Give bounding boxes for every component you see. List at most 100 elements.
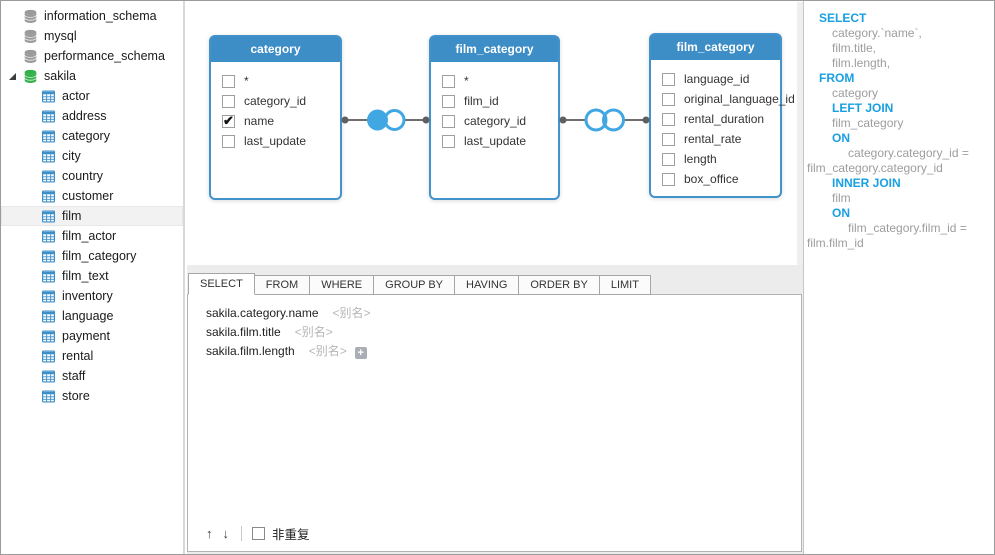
field-checkbox[interactable]	[442, 114, 455, 128]
tab-having[interactable]: HAVING	[454, 275, 520, 295]
sidebar-table-payment[interactable]: payment	[1, 326, 183, 346]
table-card-category[interactable]: category *category_idnamelast_update	[209, 35, 342, 200]
field-checkbox[interactable]	[222, 94, 235, 108]
field-checkbox[interactable]	[662, 72, 675, 86]
sidebar-item-performance_schema[interactable]: performance_schema	[1, 46, 183, 66]
field-label: *	[464, 74, 469, 88]
alias-placeholder[interactable]: <别名>	[332, 306, 371, 320]
sql-identifier-line: category	[832, 86, 879, 100]
field-row-length[interactable]: length	[651, 149, 780, 169]
sidebar-item-mysql[interactable]: mysql	[1, 26, 183, 46]
select-expression-row[interactable]: sakila.film.title <别名>	[206, 323, 801, 342]
field-checkbox[interactable]	[222, 113, 235, 129]
field-row-rental_duration[interactable]: rental_duration	[651, 109, 780, 129]
expander-icon[interactable]	[8, 72, 17, 81]
field-row-original_language_id[interactable]: original_language_id	[651, 89, 795, 109]
expression-text[interactable]: sakila.category.name	[206, 306, 319, 320]
table-label: language	[62, 309, 114, 323]
select-expression-row[interactable]: sakila.category.name <别名>	[206, 304, 801, 323]
table-icon	[41, 149, 56, 164]
field-row-film_id[interactable]: film_id	[431, 91, 558, 111]
tab-select[interactable]: SELECT	[188, 273, 255, 295]
database-label: performance_schema	[44, 49, 165, 63]
field-checkbox[interactable]	[662, 92, 675, 106]
alias-placeholder[interactable]: <别名>	[294, 325, 333, 339]
sidebar-table-film_actor[interactable]: film_actor	[1, 226, 183, 246]
field-checkbox[interactable]	[222, 74, 235, 88]
expression-text[interactable]: sakila.film.title	[206, 325, 281, 339]
field-row-last_update[interactable]: last_update	[211, 131, 340, 151]
sidebar-table-staff[interactable]: staff	[1, 366, 183, 386]
table-label: rental	[62, 349, 94, 363]
database-tree: information_schema mysql performance_sch…	[1, 1, 185, 554]
distinct-checkbox[interactable]	[252, 527, 265, 540]
sidebar-table-address[interactable]: address	[1, 106, 183, 126]
connector-endpoint	[559, 116, 567, 124]
field-row-last_update[interactable]: last_update	[431, 131, 558, 151]
table-label: inventory	[62, 289, 113, 303]
tab-order-by[interactable]: ORDER BY	[518, 275, 600, 295]
table-label: film	[62, 209, 82, 223]
field-checkbox[interactable]	[662, 172, 675, 186]
field-checkbox[interactable]	[662, 152, 675, 166]
sidebar-table-rental[interactable]: rental	[1, 346, 183, 366]
sidebar-table-language[interactable]: language	[1, 306, 183, 326]
sidebar-table-film_category[interactable]: film_category	[1, 246, 183, 266]
sidebar-table-category[interactable]: category	[1, 126, 183, 146]
sidebar-item-information_schema[interactable]: information_schema	[1, 6, 183, 26]
move-down-button[interactable]: ↓	[222, 525, 230, 541]
field-row-star[interactable]: *	[211, 71, 340, 91]
field-checkbox[interactable]	[442, 74, 455, 88]
tab-from[interactable]: FROM	[253, 275, 311, 295]
table-label: category	[62, 129, 110, 143]
table-card-title[interactable]: film_category	[651, 35, 780, 60]
field-row-box_office[interactable]: box_office	[651, 169, 780, 189]
table-card-title[interactable]: category	[211, 37, 340, 62]
field-checkbox[interactable]	[222, 134, 235, 148]
sidebar-item-sakila[interactable]: sakila	[1, 66, 183, 86]
left-join-icon[interactable]	[367, 109, 406, 131]
add-expression-button[interactable]: +	[354, 347, 367, 359]
tab-where[interactable]: WHERE	[309, 275, 375, 295]
field-checkbox[interactable]	[442, 134, 455, 148]
field-row-category_id[interactable]: category_id	[431, 111, 558, 131]
tab-limit[interactable]: LIMIT	[598, 275, 651, 295]
select-clause-content: sakila.category.name<别名>sakila.film.titl…	[187, 294, 802, 552]
field-label: last_update	[464, 134, 527, 148]
sidebar-table-city[interactable]: city	[1, 146, 183, 166]
sidebar-table-store[interactable]: store	[1, 386, 183, 406]
inner-join-icon[interactable]	[584, 108, 625, 132]
expression-text[interactable]: sakila.film.length	[206, 344, 295, 358]
sidebar-table-country[interactable]: country	[1, 166, 183, 186]
database-label: mysql	[44, 29, 77, 43]
field-row-language_id[interactable]: language_id	[651, 69, 780, 89]
table-icon	[41, 129, 56, 144]
alias-placeholder[interactable]: <别名>	[308, 344, 347, 358]
tab-group-by[interactable]: GROUP BY	[373, 275, 456, 295]
field-checkbox[interactable]	[662, 132, 675, 146]
table-icon	[41, 229, 56, 244]
field-row-star[interactable]: *	[431, 71, 558, 91]
table-icon	[41, 169, 56, 184]
field-row-name[interactable]: name	[211, 111, 340, 131]
sidebar-table-film[interactable]: film	[1, 206, 183, 226]
table-label: payment	[62, 329, 110, 343]
table-card-title[interactable]: film_category	[431, 37, 558, 62]
sidebar-table-customer[interactable]: customer	[1, 186, 183, 206]
field-checkbox[interactable]	[662, 112, 675, 126]
field-row-rental_rate[interactable]: rental_rate	[651, 129, 780, 149]
sidebar-table-film_text[interactable]: film_text	[1, 266, 183, 286]
sidebar-table-actor[interactable]: actor	[1, 86, 183, 106]
diagram-canvas[interactable]: category *category_idnamelast_update fil…	[187, 1, 803, 265]
move-up-button[interactable]: ↑	[206, 525, 213, 541]
canvas-scrollbar[interactable]	[797, 2, 803, 265]
field-checkbox[interactable]	[442, 94, 455, 108]
select-expression-row[interactable]: sakila.film.length <别名> +	[206, 342, 801, 361]
field-row-category_id[interactable]: category_id	[211, 91, 340, 111]
sidebar-table-inventory[interactable]: inventory	[1, 286, 183, 306]
